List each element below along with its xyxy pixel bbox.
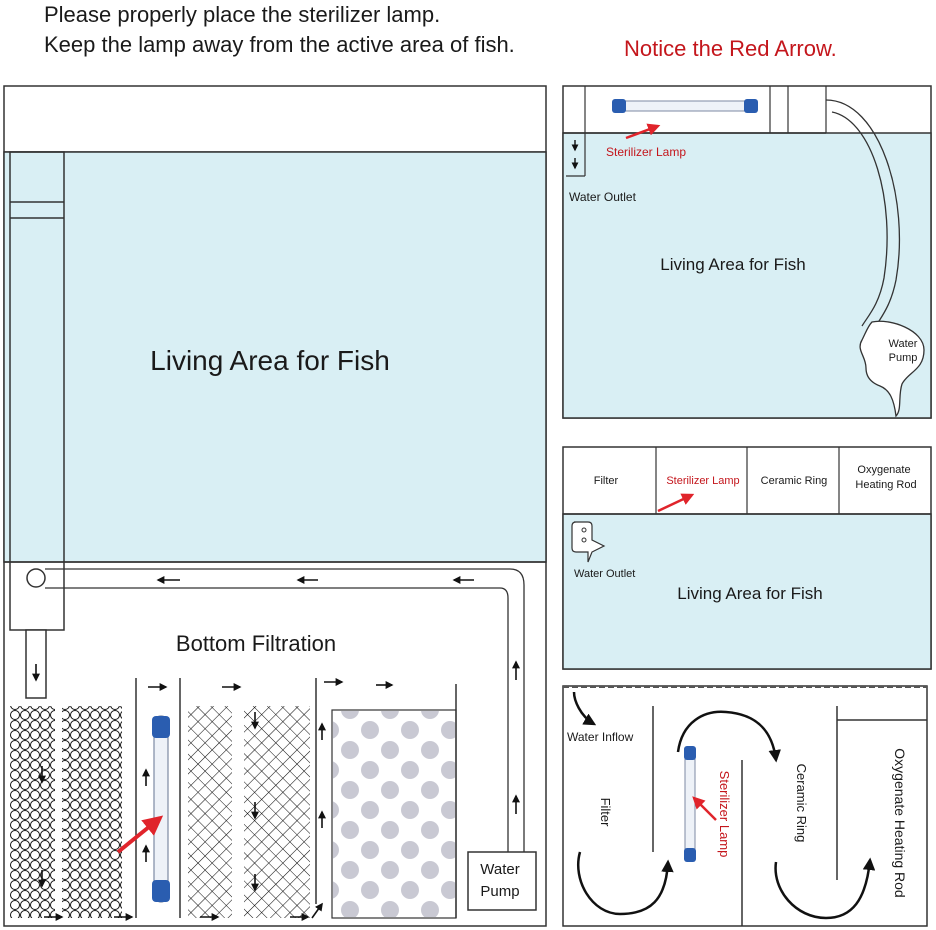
top-right-pump-label-2: Pump (889, 352, 918, 364)
filter-media-sponge-2 (244, 706, 310, 918)
mid-right-oxygenate-label: Oxygenate (857, 464, 910, 476)
top-right-pump-label-1: Water (889, 338, 918, 350)
top-right-outlet-label: Water Outlet (569, 190, 637, 204)
header-line-1: Please properly place the sterilizer lam… (44, 2, 440, 27)
mid-right-sterilizer-label: Sterilizer Lamp (666, 475, 739, 487)
top-right-sterilizer-label: Sterilizer Lamp (606, 145, 686, 159)
top-right-sterilizer-lamp (612, 99, 758, 113)
main-sterilizer-lamp (152, 715, 170, 903)
bottom-right-sterilizer-lamp (684, 746, 696, 862)
top-right-living-area-label: Living Area for Fish (660, 255, 806, 274)
bottom-right-panel: Water Inflow Filter Sterilizer Lamp Cera… (562, 685, 928, 927)
main-tank-panel: Living Area for Fish Bottom Filtration (3, 85, 547, 927)
main-pump-label-2: Pump (480, 883, 519, 900)
bottom-right-sterilizer-label: Sterilizer Lamp (717, 771, 732, 858)
mid-right-water (562, 513, 932, 670)
top-right-panel: Sterilizer Lamp Water Outlet Living Area… (562, 85, 932, 419)
main-water (3, 151, 547, 563)
mid-right-heating-rod-label: Heating Rod (855, 479, 916, 491)
filter-media-sponge-1 (188, 706, 232, 918)
top-right-water-pump (859, 320, 925, 418)
mid-right-living-area-label: Living Area for Fish (677, 584, 823, 603)
main-water-pump (467, 851, 537, 911)
top-right-red-arrow (625, 123, 661, 140)
bottom-right-oxygenate-label: Oxygenate Heating Rod (892, 748, 908, 897)
header-line-2: Keep the lamp away from the active area … (44, 32, 515, 57)
filter-media-bio-balls-2 (62, 706, 122, 918)
filter-media-bio-balls-1 (10, 706, 55, 918)
mid-right-outlet-label: Water Outlet (574, 568, 635, 580)
mid-right-ceramic-label: Ceramic Ring (761, 475, 828, 487)
main-red-arrow (116, 815, 164, 854)
mid-right-panel: Filter Sterilizer Lamp Ceramic Ring Oxyg… (562, 446, 932, 670)
mid-right-outlet-icon (571, 521, 606, 563)
main-pump-label-1: Water (480, 861, 519, 878)
main-living-area-label: Living Area for Fish (150, 345, 390, 376)
bottom-right-ceramic-label: Ceramic Ring (794, 764, 809, 843)
mid-right-filter-label: Filter (594, 475, 619, 487)
notice-red-arrow: Notice the Red Arrow. (624, 36, 837, 61)
bottom-right-filter-label: Filter (598, 798, 613, 828)
bottom-right-red-arrow (692, 796, 717, 821)
bottom-right-inflow-label: Water Inflow (567, 730, 634, 744)
bottom-filtration-label: Bottom Filtration (176, 631, 336, 656)
mid-right-red-arrow (657, 493, 695, 513)
